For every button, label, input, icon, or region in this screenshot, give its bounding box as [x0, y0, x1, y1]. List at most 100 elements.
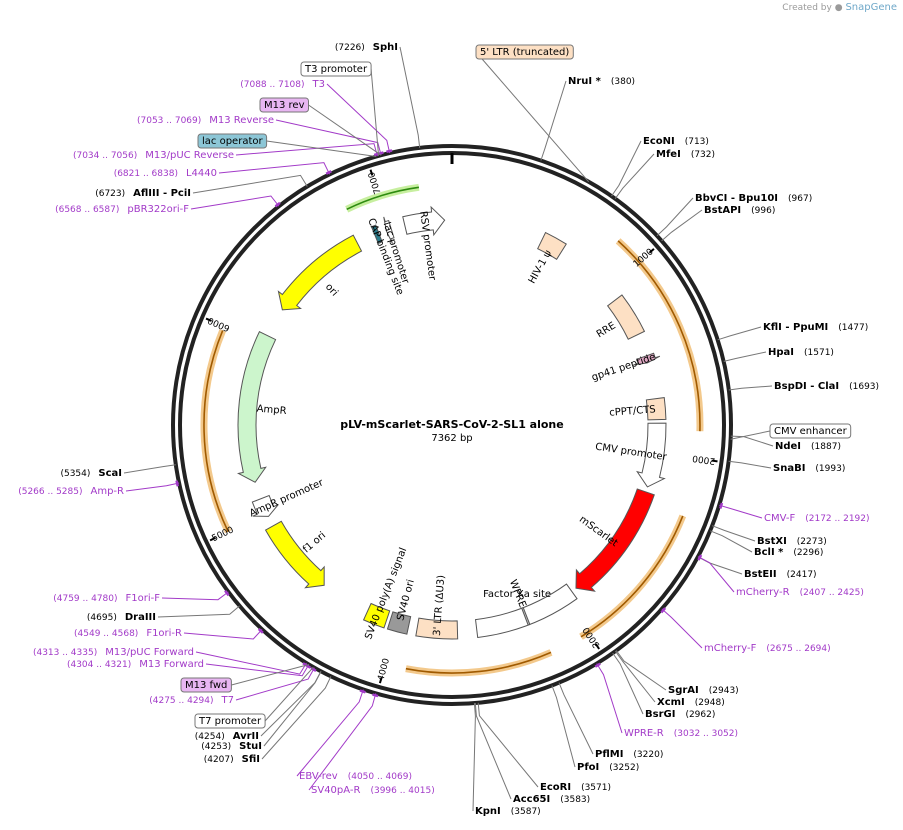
primer-callout-ebv-rev[interactable]: EBV-rev(4050 .. 4069)	[299, 771, 412, 782]
box-m13-fwd[interactable]: M13 fwd	[180, 677, 232, 693]
site-callout-sfii[interactable]: SfiI(4207)	[204, 754, 260, 765]
primer-leader-pbr322ori-f	[190, 195, 280, 210]
primer-callout-mcherry-r[interactable]: mCherry-R(2407 .. 2425)	[736, 587, 864, 598]
annotation-arcs	[200, 183, 704, 677]
site-callout-bstxi[interactable]: BstXI(2273)	[757, 536, 827, 547]
site-callout-sphi[interactable]: SphI(7226)	[335, 42, 398, 53]
site-callout-econi[interactable]: EcoNI(713)	[643, 136, 709, 147]
primer-name: T3	[312, 79, 325, 90]
primer-callout-l4440[interactable]: L4440(6821 .. 6838)	[114, 168, 217, 179]
box-5-ltr-truncated[interactable]: 5' LTR (truncated)	[475, 44, 574, 60]
site-callout-sgrai[interactable]: SgrAI(2943)	[668, 685, 739, 696]
primer-callout-t7[interactable]: T7(4275 .. 4294)	[149, 695, 234, 706]
primer-callout-sv40pa-r[interactable]: SV40pA-R(3996 .. 4015)	[311, 785, 435, 796]
site-callout-stui[interactable]: StuI(4253)	[201, 741, 262, 752]
primer-callout-m13-puc-forward[interactable]: M13/pUC Forward(4313 .. 4335)	[33, 647, 194, 658]
tick-mark-2000	[711, 459, 718, 463]
site-callout-hpai[interactable]: HpaI(1571)	[768, 347, 834, 358]
site-callout-draiii[interactable]: DraIII(4695)	[87, 612, 156, 623]
site-callout-bsrgi[interactable]: BsrGI (2962)	[645, 709, 715, 720]
site-position: (4253)	[201, 742, 231, 752]
primer-callout-pbr322ori-f[interactable]: pBR322ori-F(6568 .. 6587)	[55, 204, 189, 215]
feature-rsv-promoter[interactable]	[402, 205, 446, 237]
primer-callout-f1ori-r[interactable]: F1ori-R(4549 .. 4568)	[74, 628, 182, 639]
site-position: (732)	[691, 150, 715, 160]
site-position: (1571)	[804, 348, 834, 358]
primer-callout-m13-forward[interactable]: M13 Forward(4304 .. 4321)	[67, 659, 204, 670]
site-callout-kfli-ppumi[interactable]: KflI - PpuMI(1477)	[763, 322, 868, 333]
tick-mark-1000	[648, 248, 655, 254]
primer-mark-m13-puc-forward	[302, 662, 309, 668]
primer-callout-t3[interactable]: T3(7088 .. 7108)	[240, 79, 325, 90]
box-leader-m13-fwd	[231, 664, 310, 686]
feature-lac-promoter[interactable]	[383, 216, 395, 244]
plasmid-name: pLV-mScarlet-SARS-CoV-2-SL1 alone	[340, 418, 563, 431]
primer-mark-cmv-f	[719, 502, 724, 509]
primer-name: F1ori-F	[126, 593, 161, 604]
site-callout-pfoi[interactable]: PfoI(3252)	[577, 762, 639, 773]
box-t3-promoter[interactable]: T3 promoter	[300, 61, 372, 77]
feature-3-ltr-u3[interactable]	[415, 617, 459, 640]
feature-sv40-poly-a-signal[interactable]	[362, 602, 391, 629]
site-position: (3220)	[633, 750, 663, 760]
primer-leader-mcherry-r	[697, 556, 735, 593]
feature-cap-binding-site[interactable]	[370, 224, 383, 245]
site-callout-pflmi[interactable]: PflMI(3220)	[595, 749, 663, 760]
feature-cmv-promoter[interactable]	[636, 422, 667, 488]
site-name: AvrII	[233, 731, 259, 742]
site-callout-ndei[interactable]: NdeI(1887)	[775, 441, 841, 452]
site-callout-bstapi[interactable]: BstAPI(996)	[704, 205, 775, 216]
primer-callout-cmv-f[interactable]: CMV-F(2172 .. 2192)	[764, 513, 870, 524]
primer-callout-f1ori-f[interactable]: F1ori-F(4759 .. 4780)	[53, 593, 160, 604]
site-callout-avrii[interactable]: AvrII(4254)	[195, 731, 259, 742]
site-callout-xcmi[interactable]: XcmI(2948)	[657, 697, 725, 708]
feature-cppt-cts[interactable]	[645, 397, 667, 421]
feature-ampr-promoter[interactable]	[251, 494, 279, 517]
site-callout-mfei[interactable]: MfeI(732)	[656, 149, 715, 160]
box-lac-operator[interactable]: lac operator	[197, 133, 268, 149]
site-callout-nrui[interactable]: NruI *(380)	[568, 76, 635, 87]
box-t7-promoter[interactable]: T7 promoter	[194, 713, 266, 729]
feature-wpre[interactable]	[474, 583, 578, 639]
site-callout-bcli[interactable]: BclI *(2296)	[754, 547, 823, 558]
site-leader-sgrai	[615, 650, 667, 691]
feature-mscarlet[interactable]	[575, 488, 655, 592]
site-callout-afliii-pcii[interactable]: AflIII - PciI(6723)	[95, 188, 191, 199]
site-callout-bsteii[interactable]: BstEII(2417)	[744, 569, 817, 580]
primer-callout-m13-puc-reverse[interactable]: M13/pUC Reverse(7034 .. 7056)	[73, 150, 234, 161]
box-label-cmv-enhancer: CMV enhancer	[774, 426, 848, 437]
feature-factor-xa-site[interactable]	[521, 606, 531, 626]
feature-f1-ori[interactable]	[264, 520, 325, 589]
feature-label-3-ltr-u3: 3' LTR (ΔU3)	[432, 575, 447, 637]
primer-callout-wpre-r[interactable]: WPRE-R(3032 .. 3052)	[624, 728, 738, 739]
site-callout-bspdi-clai[interactable]: BspDI - ClaI(1693)	[774, 381, 879, 392]
feature-rre[interactable]	[606, 294, 646, 340]
tick-mark-7000	[369, 169, 374, 176]
credit-brand: SnapGene	[845, 2, 897, 13]
site-callout-snabi[interactable]: SnaBI(1993)	[773, 463, 845, 474]
feature-sv40-ori[interactable]	[386, 611, 412, 635]
site-callout-scai[interactable]: ScaI(5354)	[60, 468, 122, 479]
feature-gp41-peptide[interactable]	[633, 352, 661, 366]
primer-position: (3996 .. 4015)	[370, 786, 434, 796]
tick-mark-6000	[205, 317, 212, 322]
box-m13-rev[interactable]: M13 rev	[259, 97, 309, 113]
site-callout-kpni[interactable]: KpnI(3587)	[475, 806, 541, 817]
site-callout-bbvci-bpu10i[interactable]: BbvCI - Bpu10I(967)	[695, 193, 812, 204]
site-name: SnaBI	[773, 463, 805, 474]
site-name: BsrGI	[645, 709, 675, 720]
primer-mark-f1ori-f	[224, 590, 230, 597]
site-leader-sfii	[261, 676, 332, 760]
primer-callout-mcherry-f[interactable]: mCherry-F(2675 .. 2694)	[704, 643, 831, 654]
primer-callout-m13-reverse[interactable]: M13 Reverse(7053 .. 7069)	[137, 115, 274, 126]
primer-callout-amp-r[interactable]: Amp-R(5266 .. 5285)	[18, 486, 124, 497]
feature-hiv-1[interactable]	[536, 231, 567, 260]
feature-ampr[interactable]	[236, 331, 277, 483]
site-callout-acc65i[interactable]: Acc65I(3583)	[513, 794, 590, 805]
feature-ori[interactable]	[277, 234, 363, 311]
site-position: (2962)	[685, 710, 715, 720]
site-callout-ecori[interactable]: EcoRI(3571)	[540, 782, 611, 793]
box-cmv-enhancer[interactable]: CMV enhancer	[769, 423, 852, 439]
site-position: (6723)	[95, 189, 125, 199]
